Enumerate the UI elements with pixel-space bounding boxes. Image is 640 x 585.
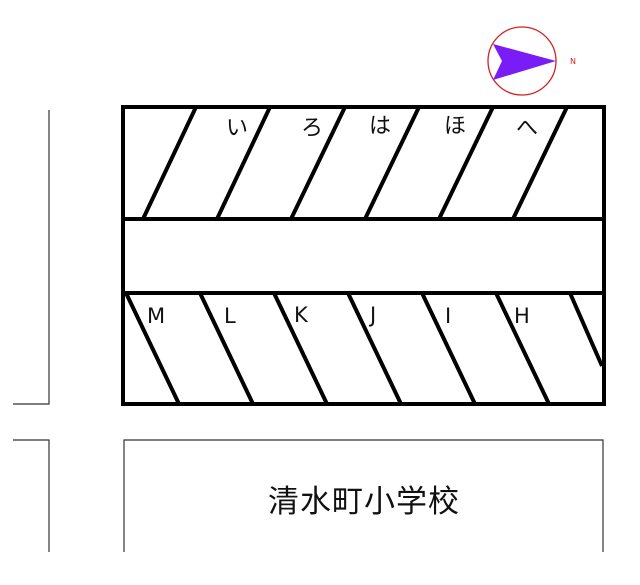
stall-label-ha: は xyxy=(369,114,392,139)
stall-label-h: H xyxy=(514,304,530,328)
upper-stall-lines xyxy=(141,106,569,220)
stall-label-i: い xyxy=(226,116,249,141)
stall-label-m: M xyxy=(147,304,166,328)
parking-lot-outline xyxy=(121,105,606,406)
stall-label-ho: ほ xyxy=(444,114,467,139)
stall-label-j: J xyxy=(370,303,377,327)
school-outline xyxy=(123,439,604,552)
compass-icon xyxy=(487,26,557,96)
stall-label-l: L xyxy=(224,304,236,328)
road-edge-left xyxy=(13,110,50,552)
lower-stall-lines xyxy=(124,292,604,405)
school-name: 清水町小学校 xyxy=(268,484,460,520)
stall-label-i-latin: I xyxy=(445,304,452,328)
stall-label-k: K xyxy=(294,303,308,327)
stall-label-ro: ろ xyxy=(301,116,324,141)
stall-label-he: へ xyxy=(516,116,539,141)
compass-north-label: N xyxy=(570,57,576,66)
